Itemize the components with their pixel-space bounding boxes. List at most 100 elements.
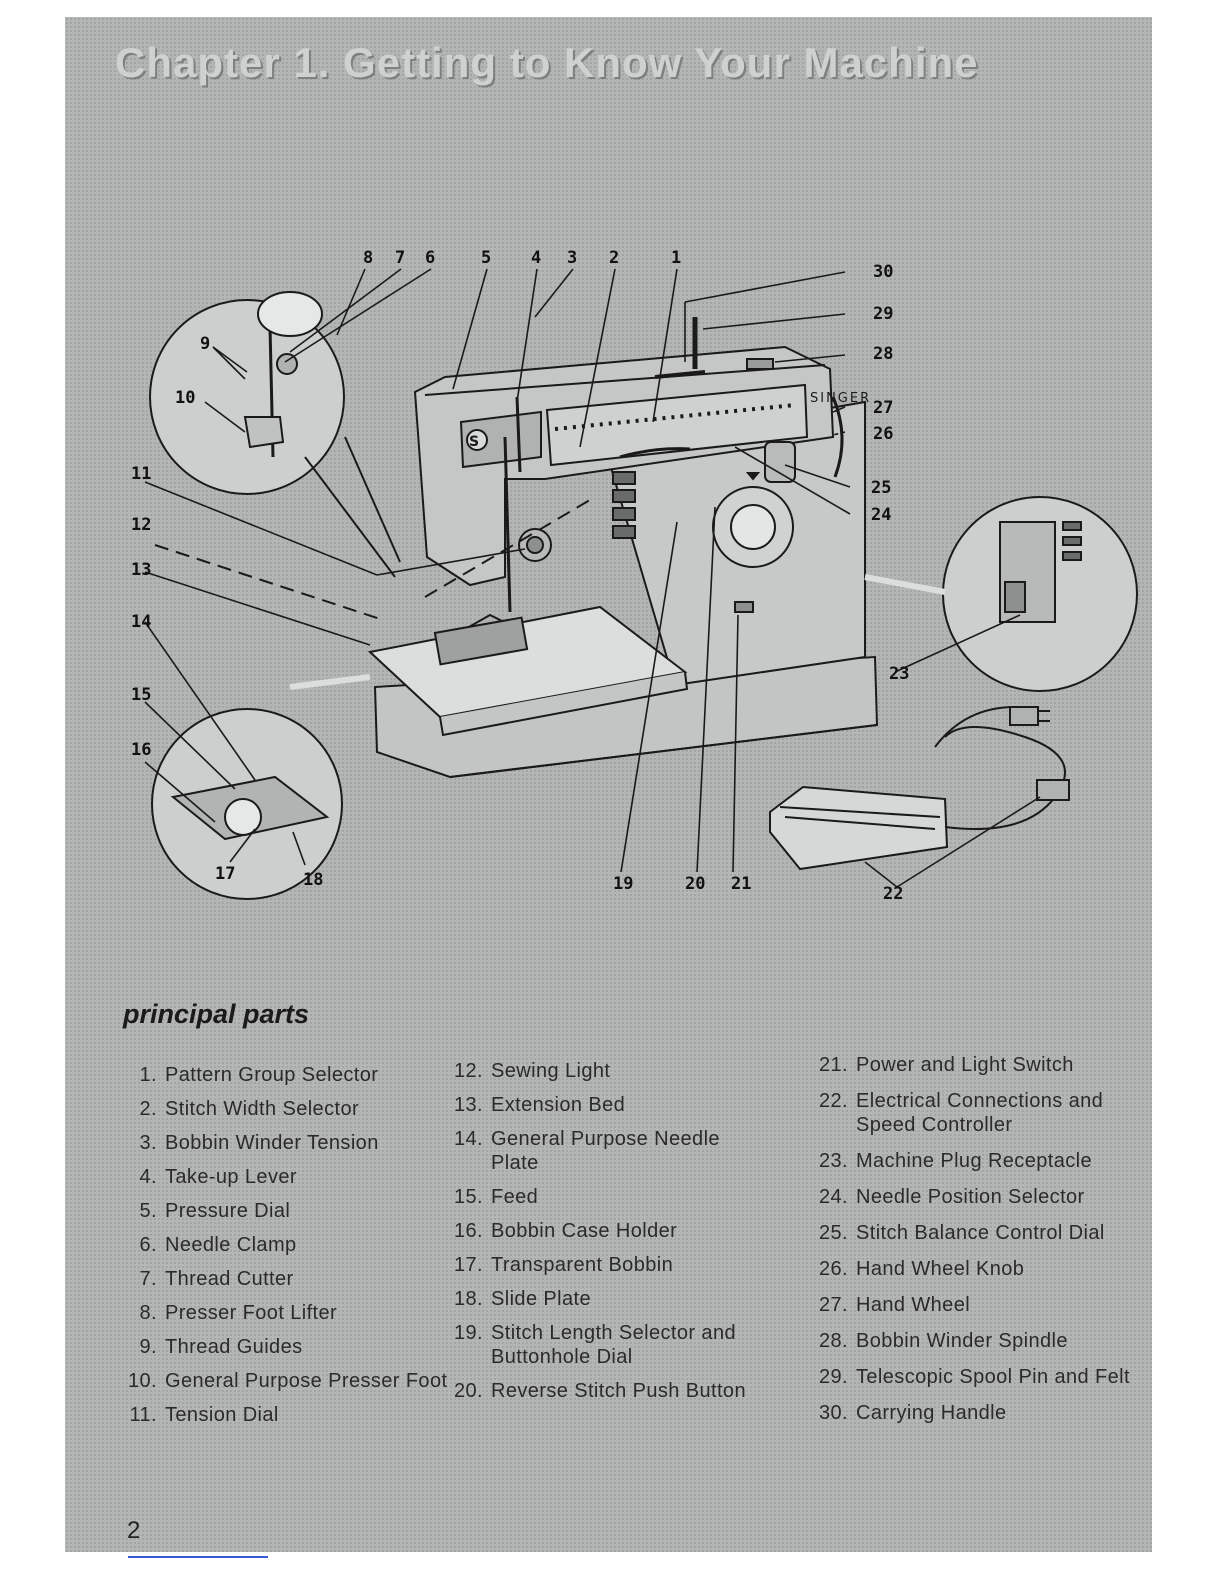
part-label: Extension Bed	[491, 1094, 626, 1116]
callout-14: 14	[131, 612, 151, 632]
bottom-rule	[128, 1556, 268, 1558]
part-label: Thread Guides	[165, 1336, 303, 1358]
part-number: 13.	[453, 1094, 483, 1116]
sewing-machine-illustration: S SINGER	[131, 248, 1138, 904]
machine-arm: S SINGER	[413, 345, 869, 587]
part-number: 20.	[453, 1380, 483, 1402]
detail-inset-plate	[151, 674, 371, 900]
handle-and-spindle	[654, 317, 774, 379]
part-label: Bobbin Winder Tension	[165, 1132, 379, 1154]
manual-page: Chapter 1. Getting to Know Your Machine …	[65, 17, 1152, 1552]
parts-list-column-2: 12.Sewing Light 13. Extension Bed 14.Genera…	[445, 1059, 765, 1413]
parts-list-item: 10.General Purpose Presser Foot	[125, 1369, 455, 1393]
callout-12: 12	[131, 515, 151, 535]
part-label: Thread Cutter	[165, 1268, 294, 1290]
part-label: Take-up Lever	[165, 1166, 297, 1188]
callout-16: 16	[131, 740, 151, 760]
parts-list-item: 5.Pressure Dial	[125, 1199, 455, 1223]
parts-list-item: 22.Electrical Connections and Speed Cont…	[810, 1089, 1140, 1137]
part-label: Power and Light Switch	[856, 1054, 1074, 1076]
parts-list-item: 27.Hand Wheel	[810, 1293, 1140, 1317]
parts-list-item: 24.Needle Position Selector	[810, 1185, 1140, 1209]
part-number: 28.	[818, 1330, 848, 1352]
parts-list-item: 8.Presser Foot Lifter	[125, 1301, 455, 1325]
part-number: 21.	[818, 1054, 848, 1076]
part-label: Stitch Width Selector	[165, 1098, 360, 1120]
callout-19: 19	[613, 874, 633, 894]
callout-11: 11	[131, 464, 151, 484]
part-number: 10.	[127, 1370, 157, 1392]
parts-list-item: 21. Power and Light Switch	[810, 1053, 1140, 1077]
page-number: 2	[127, 1517, 141, 1544]
extension-bed	[367, 605, 689, 737]
part-number: 24.	[818, 1186, 848, 1208]
parts-list-item: 19.Stitch Length Selector and Buttonhole…	[445, 1321, 765, 1369]
part-number: 4.	[139, 1166, 157, 1188]
part-label: Reverse Stitch Push Button	[491, 1380, 746, 1402]
part-number: 22.	[818, 1090, 848, 1112]
callout-23: 23	[889, 664, 909, 684]
stitch-dial	[712, 472, 794, 613]
parts-list-item: 3.Bobbin Winder Tension	[125, 1131, 455, 1155]
part-number: 9.	[139, 1336, 157, 1358]
callout-13: 13	[131, 560, 151, 580]
parts-list-item: 4. Take-up Lever	[125, 1165, 455, 1189]
leader-lines	[144, 268, 1041, 888]
parts-list-item: 26. Hand Wheel Knob	[810, 1257, 1140, 1281]
parts-list-item: 1.Pattern Group Selector	[125, 1063, 455, 1087]
part-label: Needle Clamp	[165, 1234, 297, 1256]
callout-30: 30	[873, 262, 893, 282]
callout-28: 28	[873, 344, 893, 364]
parts-list-item: 17.Transparent Bobbin	[445, 1253, 765, 1277]
callout-18: 18	[303, 870, 323, 890]
part-number: 12.	[453, 1060, 483, 1082]
section-title: principal parts	[123, 999, 310, 1029]
part-number: 29.	[818, 1366, 848, 1388]
part-number: 17.	[453, 1254, 483, 1276]
hand-wheel	[764, 396, 844, 483]
parts-list-item: 18. Slide Plate	[445, 1287, 765, 1311]
parts-list-item: 14.General Purpose Needle Plate	[445, 1127, 765, 1175]
sewing-light-indicator	[154, 496, 596, 620]
callout-3: 3	[567, 248, 577, 268]
part-label: Carrying Handle	[856, 1402, 1007, 1424]
part-label: Bobbin Case Holder	[491, 1220, 678, 1242]
parts-list-item: 28.Bobbin Winder Spindle	[810, 1329, 1140, 1353]
part-label: Machine Plug Receptacle	[856, 1150, 1092, 1172]
parts-list-item: 13. Extension Bed	[445, 1093, 765, 1117]
callout-4: 4	[531, 248, 541, 268]
callout-22: 22	[883, 884, 903, 904]
callout-1: 1	[671, 248, 681, 268]
callout-6: 6	[425, 248, 435, 268]
part-label: Presser Foot Lifter	[165, 1302, 338, 1324]
part-label: Hand Wheel Knob	[856, 1258, 1025, 1280]
parts-list-item: 7. Thread Cutter	[125, 1267, 455, 1291]
foot-controller	[769, 706, 1070, 871]
callout-26: 26	[873, 424, 893, 444]
detail-inset-plug	[864, 496, 1138, 692]
callout-17: 17	[215, 864, 235, 884]
callout-29: 29	[873, 304, 893, 324]
parts-list-item: 12.Sewing Light	[445, 1059, 765, 1083]
parts-list-item: 6.Needle Clamp	[125, 1233, 455, 1257]
parts-list-item: 15.Feed	[445, 1185, 765, 1209]
parts-list-item: 2.Stitch Width Selector	[125, 1097, 455, 1121]
parts-list-item: 16. Bobbin Case Holder	[445, 1219, 765, 1243]
callout-2: 2	[609, 248, 619, 268]
part-number: 7.	[139, 1268, 157, 1290]
part-number: 27.	[818, 1294, 848, 1316]
parts-list-item: 11.Tension Dial	[125, 1403, 455, 1427]
chapter-title: Chapter 1. Getting to Know Your Machine	[115, 39, 979, 86]
part-number: 14.	[453, 1128, 483, 1150]
callout-5: 5	[481, 248, 491, 268]
parts-list-column-1: 1.Pattern Group Selector 2.Stitch Width S…	[125, 1063, 455, 1437]
part-number: 18.	[453, 1288, 483, 1310]
part-number: 5.	[139, 1200, 157, 1222]
part-label: Stitch Length Selector and Buttonhole Di…	[491, 1322, 736, 1368]
part-number: 26.	[818, 1258, 848, 1280]
parts-list-column-3: 21. Power and Light Switch 22.Electrical C…	[810, 1053, 1140, 1437]
callout-27: 27	[873, 398, 893, 418]
part-number: 16.	[453, 1220, 483, 1242]
part-label: Slide Plate	[491, 1288, 592, 1310]
part-number: 15.	[453, 1186, 483, 1208]
